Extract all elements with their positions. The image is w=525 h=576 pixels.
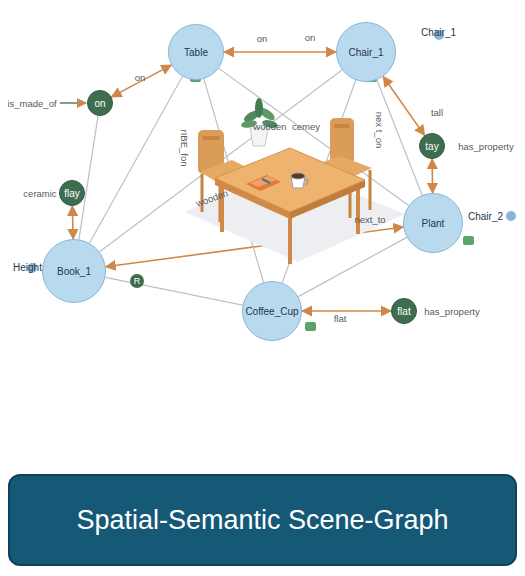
relation-line: [90, 76, 183, 243]
attribute-node: flat: [391, 298, 417, 324]
edge-label: next_to: [354, 214, 385, 225]
edge-label: tall: [431, 107, 443, 118]
annotation-label: ceramic: [23, 188, 56, 199]
relation-arrow: [302, 310, 391, 312]
node-side-label: Chair_2: [468, 211, 503, 222]
edge-label: on: [135, 72, 146, 83]
annotation-label: cemey: [292, 121, 320, 132]
node-label: Table: [184, 47, 208, 58]
relation-arrow: [383, 77, 424, 136]
node-side-label: Chair_1: [421, 27, 456, 38]
relation-arrow: [224, 51, 336, 53]
annotation-label: rIBE_fon: [179, 130, 190, 167]
node-label: on: [94, 98, 105, 109]
node-label: Book_1: [57, 266, 91, 277]
node-icon: [506, 211, 516, 221]
cup-illustration: [291, 173, 308, 188]
relation-arrow: [72, 206, 74, 239]
object-node: PlantChair_2: [403, 193, 463, 253]
node-label: tay: [425, 141, 438, 152]
annotation-label: wooden: [253, 121, 286, 132]
annotation-label: is_made_of: [7, 98, 56, 109]
leader-arrow: [60, 102, 86, 104]
relation-line: [79, 116, 98, 240]
relation-arrow: [111, 65, 171, 97]
node-icon: [305, 322, 316, 331]
node-label: flat: [397, 306, 410, 317]
attribute-node: flay: [59, 180, 85, 206]
node-icon: [463, 236, 474, 245]
annotation-label: R: [130, 274, 144, 288]
edge-label: flat: [334, 313, 347, 324]
annotation-label: has_property: [458, 141, 513, 152]
attribute-node: tay: [419, 133, 445, 159]
object-node: Table: [168, 24, 224, 80]
node-label: flay: [64, 188, 80, 199]
floor-shadow: [185, 168, 405, 262]
annotation-label: wooden: [194, 187, 229, 209]
node-label: Coffee_Cup: [245, 306, 298, 317]
edge-label: on: [257, 33, 268, 44]
title-banner: Spatial-Semantic Scene-Graph: [8, 474, 517, 566]
annotation-label: has_property: [424, 306, 479, 317]
node-label: Plant: [422, 218, 445, 229]
object-node: Coffee_Cup: [242, 281, 302, 341]
relation-line: [105, 277, 242, 305]
book-illustration: [246, 175, 281, 191]
node-label: Chair_1: [348, 47, 383, 58]
object-node: Book_1Height: [42, 239, 106, 303]
relation-arrow: [431, 159, 433, 193]
table-illustration: [215, 148, 365, 264]
object-node: Chair_1Chair_1: [336, 22, 396, 82]
attribute-node: on: [87, 90, 113, 116]
node-side-label: Height: [13, 262, 42, 273]
annotation-label: on: [305, 32, 316, 43]
annotation-label: nex t_on: [374, 112, 385, 148]
